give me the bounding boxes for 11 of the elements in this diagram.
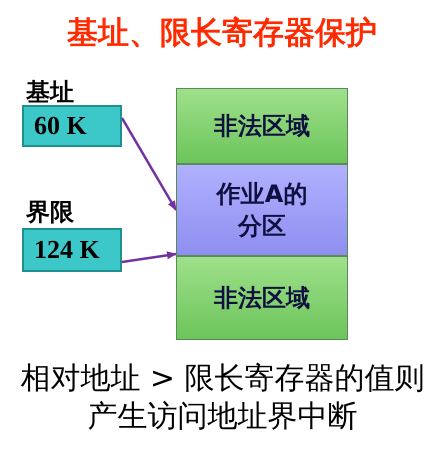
heading: 界限 <box>26 197 74 228</box>
value-box: 60 K <box>22 105 122 147</box>
heading: 基址 <box>26 77 74 108</box>
arrow <box>122 251 177 264</box>
memory-block: 作业A的分区 <box>176 164 348 256</box>
arrow <box>120 117 178 211</box>
memory-block: 非法区域 <box>176 256 348 340</box>
value-box: 124 K <box>22 228 122 272</box>
memory-block: 非法区域 <box>176 88 348 164</box>
caption: 相对地址 > 限长寄存器的值则产生访问地址界中断 <box>20 360 425 436</box>
title: 基址、限长寄存器保护 <box>66 14 378 53</box>
